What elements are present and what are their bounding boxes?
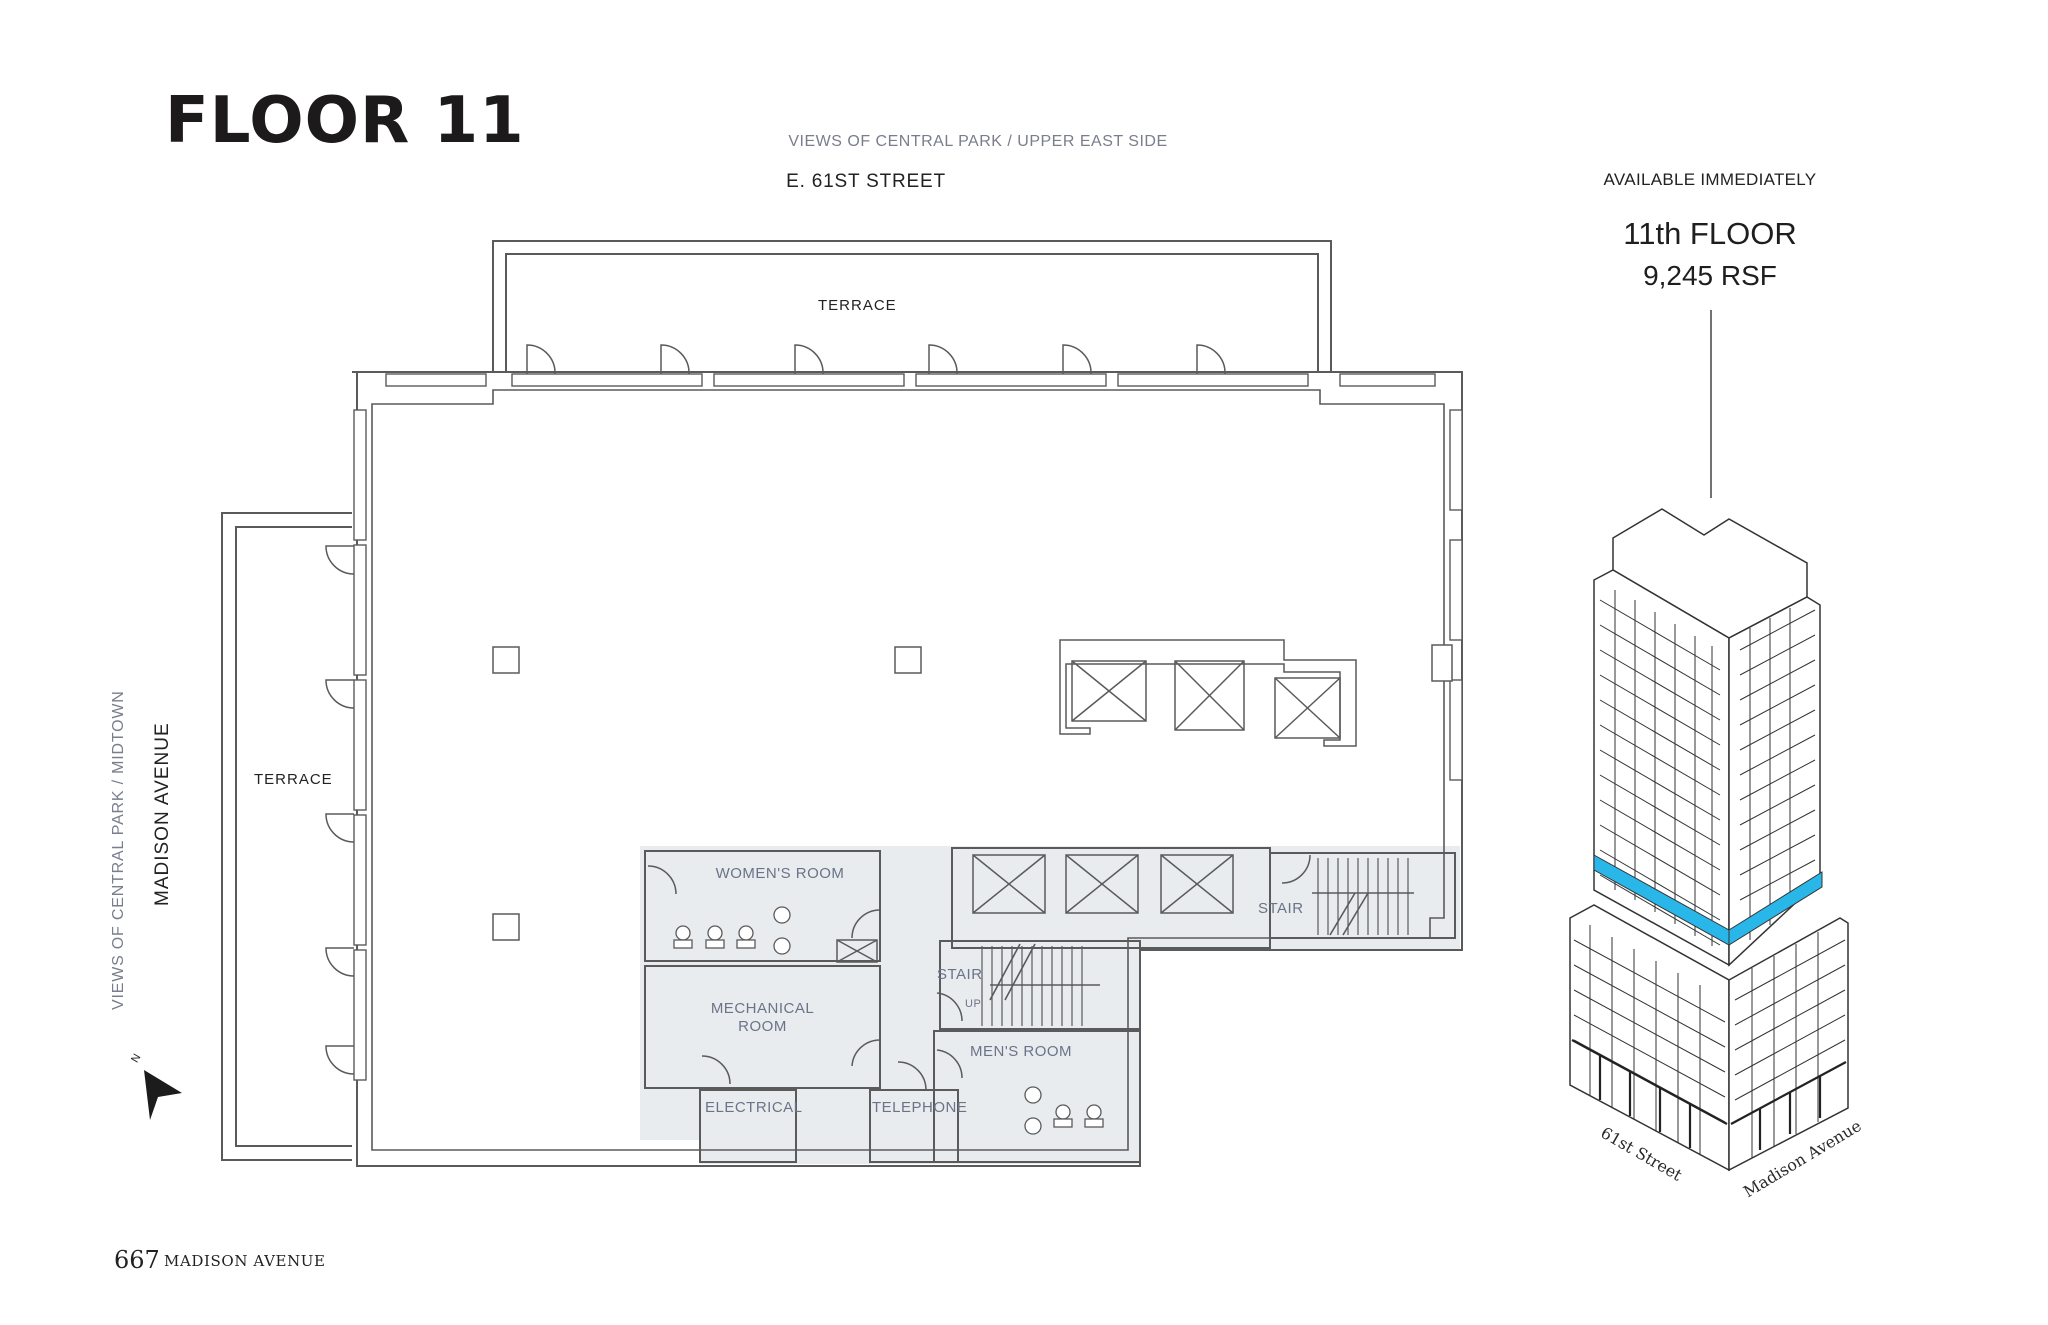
views-north-label: VIEWS OF CENTRAL PARK / UPPER EAST SIDE [788,133,1168,150]
terrace-west-outline [221,512,352,1161]
mechanical-room-label-2: ROOM [738,1018,787,1035]
terrace-north-label: TERRACE [818,297,897,314]
stair-left-label: STAIR [937,966,983,983]
stair-treads [981,858,1414,1026]
womens-room-wall [644,850,881,962]
availability-status: AVAILABLE IMMEDIATELY [1603,170,1817,189]
mens-room-label: MEN'S ROOM [970,1043,1073,1060]
core-doors [647,854,1311,1091]
terrace-doors-north [526,344,1226,375]
stair-right-wall [1269,852,1456,939]
core-walls [644,847,1456,1163]
toilets-womens [673,906,791,955]
mechanical-room-label-1: MECHANICAL [710,1000,815,1017]
elevator-bank-lower [836,854,1234,963]
north-windows [385,373,1436,387]
electrical-room-label: ELECTRICAL [705,1099,803,1116]
telephone-room-label: TELEPHONE [872,1099,968,1116]
street-north-label: E. 61ST STREET [786,171,946,192]
side-windows [353,409,1463,1081]
toilets-mens [1024,1086,1104,1135]
page-title: FLOOR 11 [165,84,525,158]
columns [492,644,1453,941]
footer-building-name: MADISON AVENUE [164,1252,326,1270]
north-arrow-icon [144,1070,182,1120]
floor-name: 11th FLOOR [1623,216,1797,251]
stair-up-label: UP [965,998,982,1010]
mens-room-wall [933,1030,1141,1163]
core-area [640,846,1460,1164]
terrace-doors-west [325,545,355,1075]
electrical-room-wall [699,1089,797,1163]
building-illustration [1569,508,1849,1172]
terrace-north-outline [492,240,1332,372]
floor-highlight-right [1728,871,1823,946]
telephone-room-wall [869,1089,959,1163]
stair-right-label: STAIR [1258,900,1304,917]
footer-building-number: 667 [114,1246,160,1274]
womens-room-label: WOMEN'S ROOM [715,865,845,882]
elevator-bank-upper [1059,639,1357,747]
terrace-west-label: TERRACE [254,771,333,788]
floor-area: 9,245 RSF [1643,260,1777,291]
stair-left-wall [939,940,1141,1030]
mechanical-room-wall [644,965,881,1089]
